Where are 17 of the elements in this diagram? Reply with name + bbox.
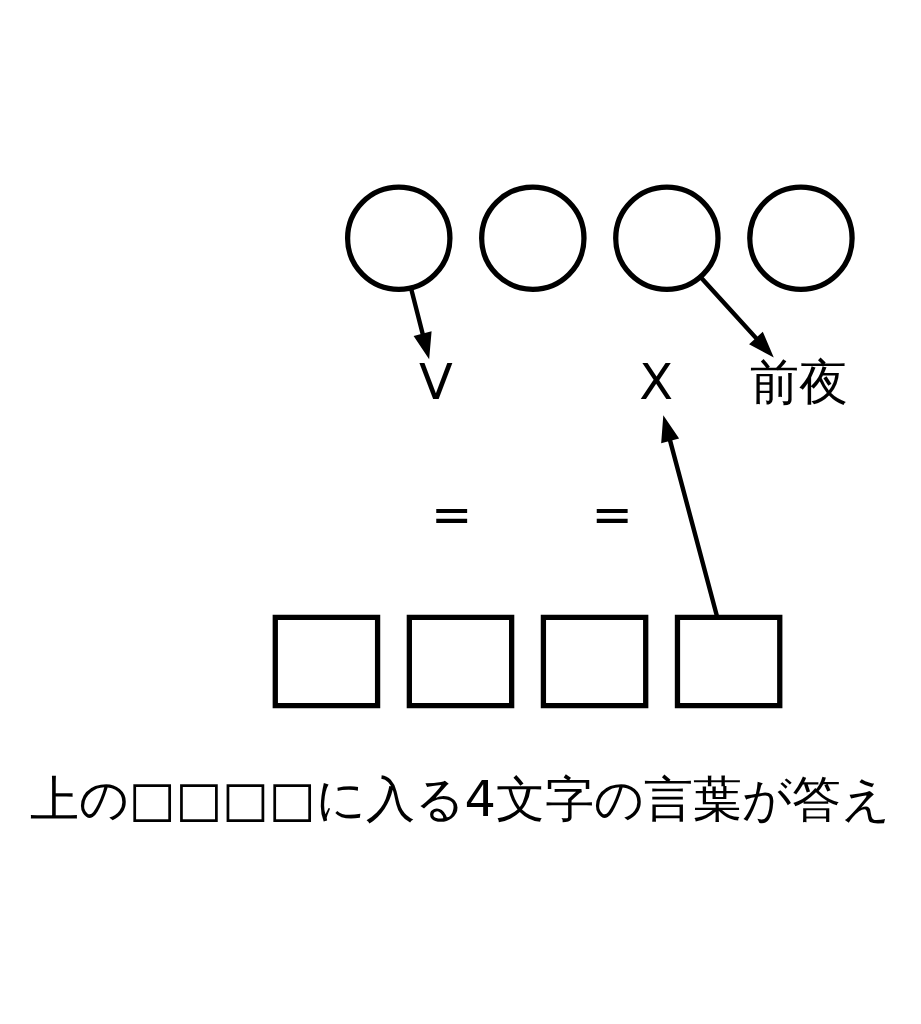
label: = xyxy=(591,485,633,544)
node-circle xyxy=(613,183,721,292)
arrow xyxy=(661,414,720,618)
node-circle xyxy=(747,183,855,292)
arrow xyxy=(699,275,774,358)
label: 上の□□□□に入る4文字の言葉が答え xyxy=(29,769,892,828)
node-box xyxy=(674,614,783,708)
node-box xyxy=(540,614,649,708)
node-text: V xyxy=(418,352,453,411)
node-box xyxy=(406,614,515,708)
node-text: 前夜 xyxy=(750,352,849,411)
label: = xyxy=(430,485,473,544)
node-box xyxy=(272,614,381,708)
node-circle xyxy=(479,183,587,292)
node-text: X xyxy=(639,352,674,411)
node-circle xyxy=(344,183,453,292)
arrow xyxy=(408,287,432,359)
